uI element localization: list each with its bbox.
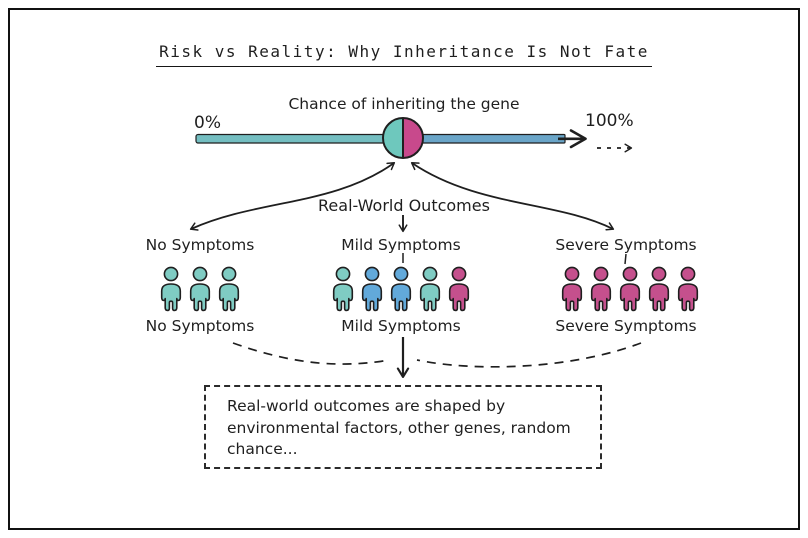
axis-min-label: 0%	[194, 113, 221, 133]
people-group-severe-symptoms	[561, 266, 699, 312]
people-group-no-symptoms	[160, 266, 240, 312]
person-icon	[448, 266, 470, 312]
person-icon	[189, 266, 211, 312]
page-title: Risk vs Reality: Why Inheritance Is Not …	[156, 42, 652, 67]
person-icon	[561, 266, 583, 312]
group-label-top-severe-symptoms: Severe Symptoms	[555, 236, 697, 254]
arrow-right-icon	[569, 129, 587, 149]
person-icon	[619, 266, 641, 312]
probability-circle-right-half	[403, 118, 423, 158]
person-icon	[590, 266, 612, 312]
group-label-bottom-mild-symptoms: Mild Symptoms	[341, 317, 461, 335]
group-label-bottom-no-symptoms: No Symptoms	[145, 317, 255, 335]
gene-bar-right-segment	[403, 133, 566, 144]
dashed-converge-left	[232, 342, 391, 365]
gene-axis-label: Chance of inheriting the gene	[288, 95, 520, 113]
note-box: Real-world outcomes are shaped by enviro…	[204, 385, 602, 469]
person-icon	[218, 266, 240, 312]
note-text: Real-world outcomes are shaped by enviro…	[227, 397, 571, 458]
severe-connector-tick	[624, 253, 627, 265]
outer-border-frame	[8, 8, 800, 530]
person-icon	[390, 266, 412, 312]
person-icon	[648, 266, 670, 312]
group-label-top-mild-symptoms: Mild Symptoms	[341, 236, 461, 254]
group-label-top-no-symptoms: No Symptoms	[145, 236, 255, 254]
probability-circle-left-half	[383, 118, 403, 158]
person-icon	[332, 266, 354, 312]
dashed-converge-right	[416, 342, 642, 368]
person-icon	[361, 266, 383, 312]
people-group-mild-symptoms	[332, 266, 470, 312]
gene-bar-left-segment	[195, 133, 405, 144]
group-label-bottom-severe-symptoms: Severe Symptoms	[555, 317, 697, 335]
person-icon	[160, 266, 182, 312]
person-icon	[419, 266, 441, 312]
title-row: Risk vs Reality: Why Inheritance Is Not …	[0, 42, 808, 67]
person-icon	[677, 266, 699, 312]
double-headed-curved-arrow-right-icon	[410, 162, 615, 231]
double-headed-curved-arrow-left-icon	[189, 162, 396, 231]
axis-max-label: 100%	[585, 111, 634, 131]
